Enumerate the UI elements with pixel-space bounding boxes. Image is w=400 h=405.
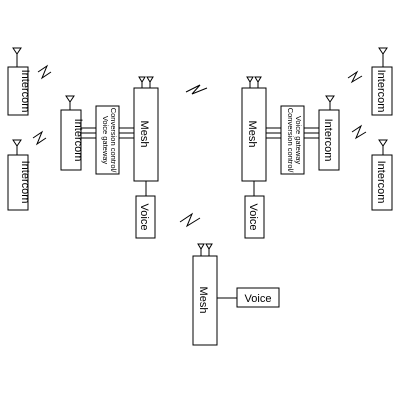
antenna-icon (146, 76, 154, 88)
wireless-link-icon (37, 64, 52, 80)
wireless-link-icon (185, 84, 208, 95)
intercom-label: Intercom (375, 161, 387, 204)
voice-label: Voice (138, 204, 150, 231)
wireless-link-icon (351, 124, 367, 140)
intercom-right: Intercom (318, 95, 340, 171)
mesh-label: Mesh (138, 121, 150, 148)
voice-gateway-label: Voice gateway (101, 116, 110, 165)
mesh-label: Mesh (246, 121, 258, 148)
antenna-icon (254, 76, 262, 88)
wireless-link-icon (179, 212, 201, 228)
intercom-label: Intercom (19, 161, 31, 204)
wireless-link-icon (32, 130, 47, 146)
mesh-label: Mesh (197, 287, 209, 314)
antenna-icon (197, 243, 205, 256)
intercom-label: Intercom (322, 119, 334, 162)
wireless-link-icon (347, 70, 363, 84)
antenna-icon (325, 95, 335, 110)
antenna-icon (12, 47, 22, 67)
intercom-top-right: Intercom (371, 47, 393, 116)
mesh-left: Mesh (133, 76, 159, 182)
antenna-icon (246, 76, 254, 88)
intercom-label: Intercom (375, 70, 387, 113)
intercom-bottom-right: Intercom (371, 139, 393, 211)
right-bus-lines (266, 127, 319, 139)
voice-label: Voice (245, 293, 272, 305)
antenna-icon (378, 139, 388, 155)
intercom-left: Intercom (60, 95, 84, 171)
voice-bottom: Voice (236, 287, 280, 308)
intercom-label: Intercom (19, 70, 31, 113)
voice-gateway-label: Voice gateway (294, 116, 303, 165)
intercom-top-left: Intercom (7, 47, 31, 116)
voice-right: Voice (244, 195, 265, 239)
mesh-right: Mesh (241, 76, 267, 182)
antenna-icon (378, 47, 388, 67)
left-bus-lines (81, 127, 134, 139)
intercom-label: Intercom (72, 119, 84, 162)
antenna-icon (12, 139, 22, 155)
mesh-bottom: Mesh (192, 243, 218, 346)
antenna-icon (205, 243, 213, 256)
voice-left: Voice (135, 195, 156, 239)
antenna-icon (65, 95, 75, 110)
conversion-control-label: Conversion control/ (286, 108, 295, 174)
intercom-bottom-left: Intercom (7, 139, 31, 211)
gateway-box-left: Conversion control/ Voice gateway (95, 105, 120, 175)
voice-label: Voice (247, 204, 259, 231)
conversion-control-label: Conversion control/ (109, 108, 118, 174)
gateway-box-right: Conversion control/ Voice gateway (280, 105, 305, 175)
antenna-icon (138, 76, 146, 88)
